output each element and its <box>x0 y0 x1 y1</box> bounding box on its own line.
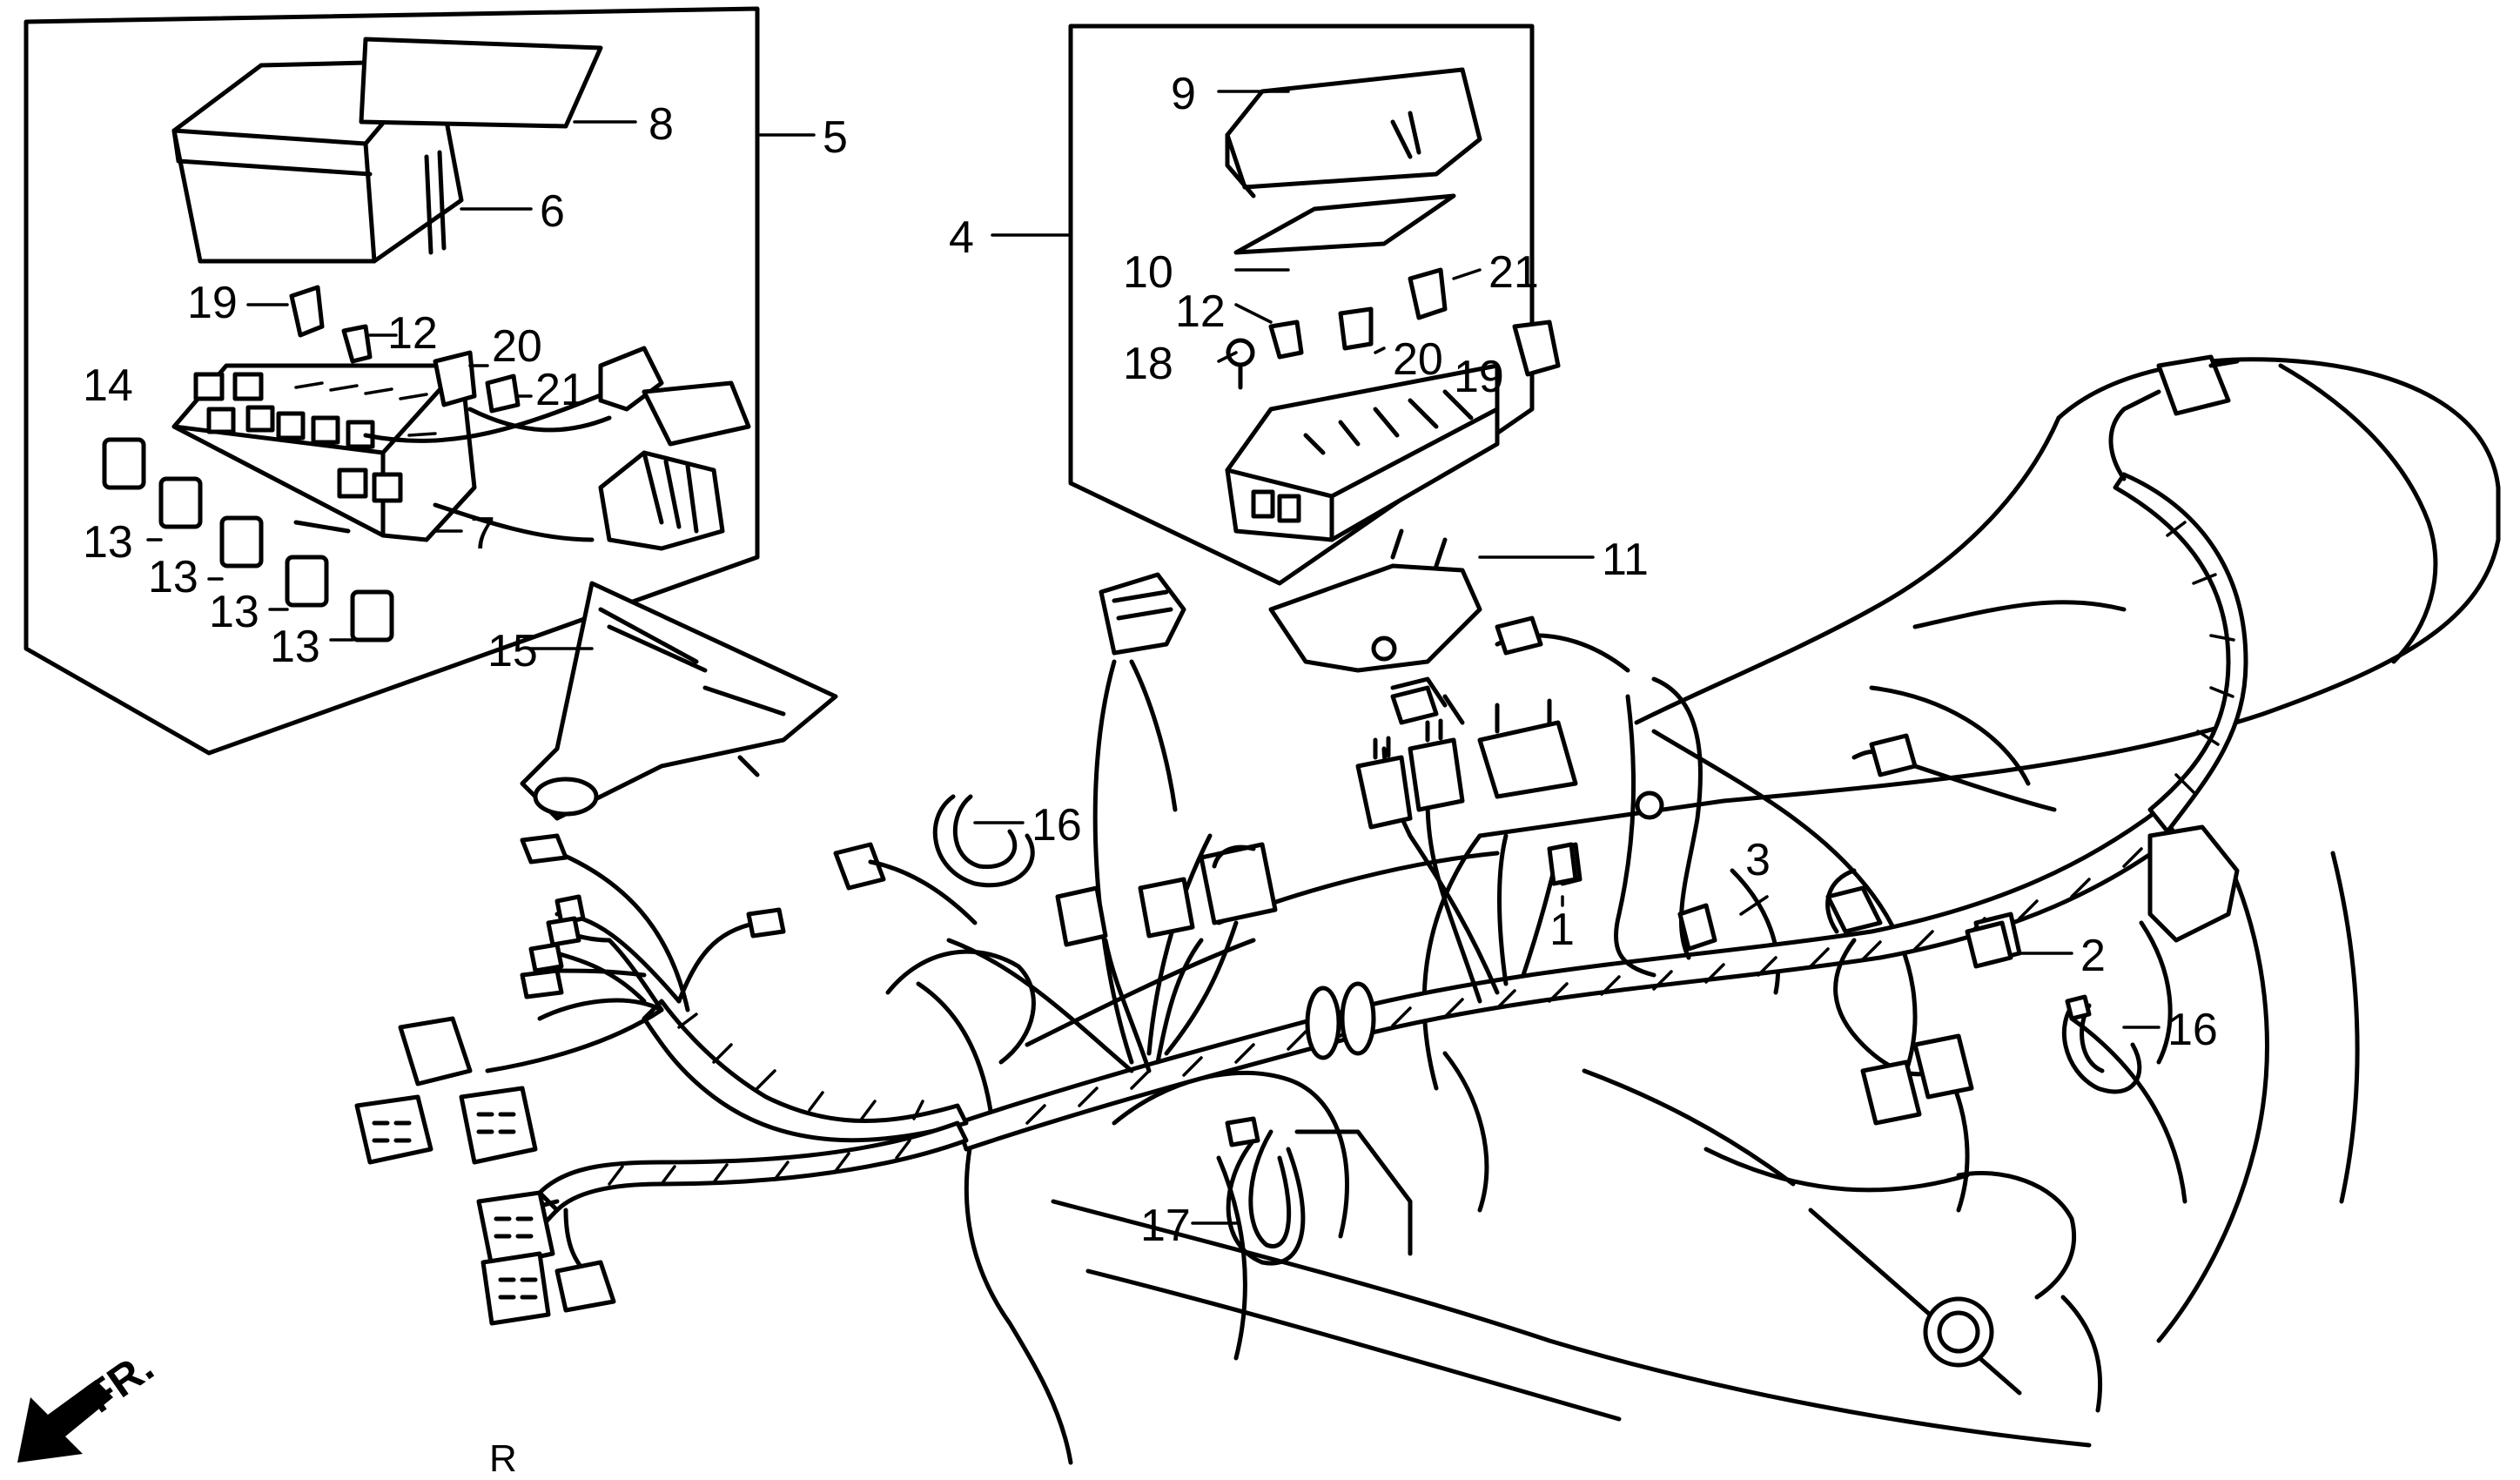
part-2-connector <box>1965 920 2013 969</box>
callout-9: 9 <box>1171 69 1196 119</box>
callout-13-c: 13 <box>209 587 259 637</box>
callout-14: 14 <box>83 360 133 411</box>
bracket-15 <box>520 581 838 821</box>
frame-and-tank <box>885 357 2501 1465</box>
callout-21-left: 21 <box>535 365 586 415</box>
label-sheet-10 <box>1233 193 1456 255</box>
harness-right-connectors <box>1825 733 2240 1126</box>
clamp-16-lower <box>2061 994 2142 1094</box>
callout-13-a: 13 <box>83 517 133 568</box>
callout-19-right: 19 <box>1454 352 1504 402</box>
callout-21-right: 21 <box>1488 247 1539 298</box>
callout-18: 18 <box>1123 339 1173 389</box>
callout-12-right: 12 <box>1175 286 1226 337</box>
callout-19-left: 19 <box>187 278 238 328</box>
fuse-box-cover-9 <box>1225 67 1482 198</box>
callout-13-b: 13 <box>148 552 198 602</box>
corner-mark: R <box>489 1437 517 1480</box>
callout-6: 6 <box>540 186 565 237</box>
callout-20-left: 20 <box>492 321 542 372</box>
callout-15: 15 <box>487 626 538 676</box>
harness-branches-right <box>1355 616 1717 1004</box>
callout-12-left: 12 <box>387 308 438 359</box>
callout-8: 8 <box>648 99 674 150</box>
fuse-block-7 <box>171 363 477 542</box>
harness-connectors-5 <box>363 346 751 551</box>
leader-lines <box>146 90 2160 1225</box>
front-direction-arrow: FR. <box>17 1342 162 1463</box>
fuse-box-assembly-4-outline <box>1068 24 1535 586</box>
harness-branches-center <box>833 572 1278 1073</box>
bracket-11 <box>1268 528 1482 673</box>
fuse-box-assembly-5-outline <box>24 6 760 756</box>
clamp-16-upper <box>932 794 1035 888</box>
fuse-block-4-base <box>1225 363 1500 542</box>
callout-13-d: 13 <box>270 622 320 672</box>
callouts: 8 6 5 19 12 20 21 14 13 13 13 13 7 15 9 … <box>83 69 2218 1251</box>
callout-16-upper: 16 <box>1032 800 1082 851</box>
label-sheet-8 <box>359 37 603 129</box>
callout-3: 3 <box>1745 835 1771 885</box>
callout-4: 4 <box>949 212 974 263</box>
callout-7: 7 <box>470 508 495 559</box>
callout-11: 11 <box>1602 535 1649 585</box>
callout-1: 1 <box>1549 905 1575 955</box>
fuses-4 <box>1226 267 1561 390</box>
harness-connectors-lower-left <box>476 1190 616 1326</box>
callout-17: 17 <box>1140 1201 1191 1251</box>
callout-5: 5 <box>823 112 848 163</box>
callout-16-lower: 16 <box>2167 1005 2218 1055</box>
callout-20-right: 20 <box>1393 334 1443 385</box>
fuses-and-relays-5 <box>102 285 521 642</box>
callout-2: 2 <box>2080 931 2106 981</box>
clamp-17 <box>1225 1116 1306 1266</box>
harness-branches-left <box>354 833 786 1165</box>
callout-10: 10 <box>1123 247 1173 298</box>
part-1-connector <box>1547 842 1578 886</box>
